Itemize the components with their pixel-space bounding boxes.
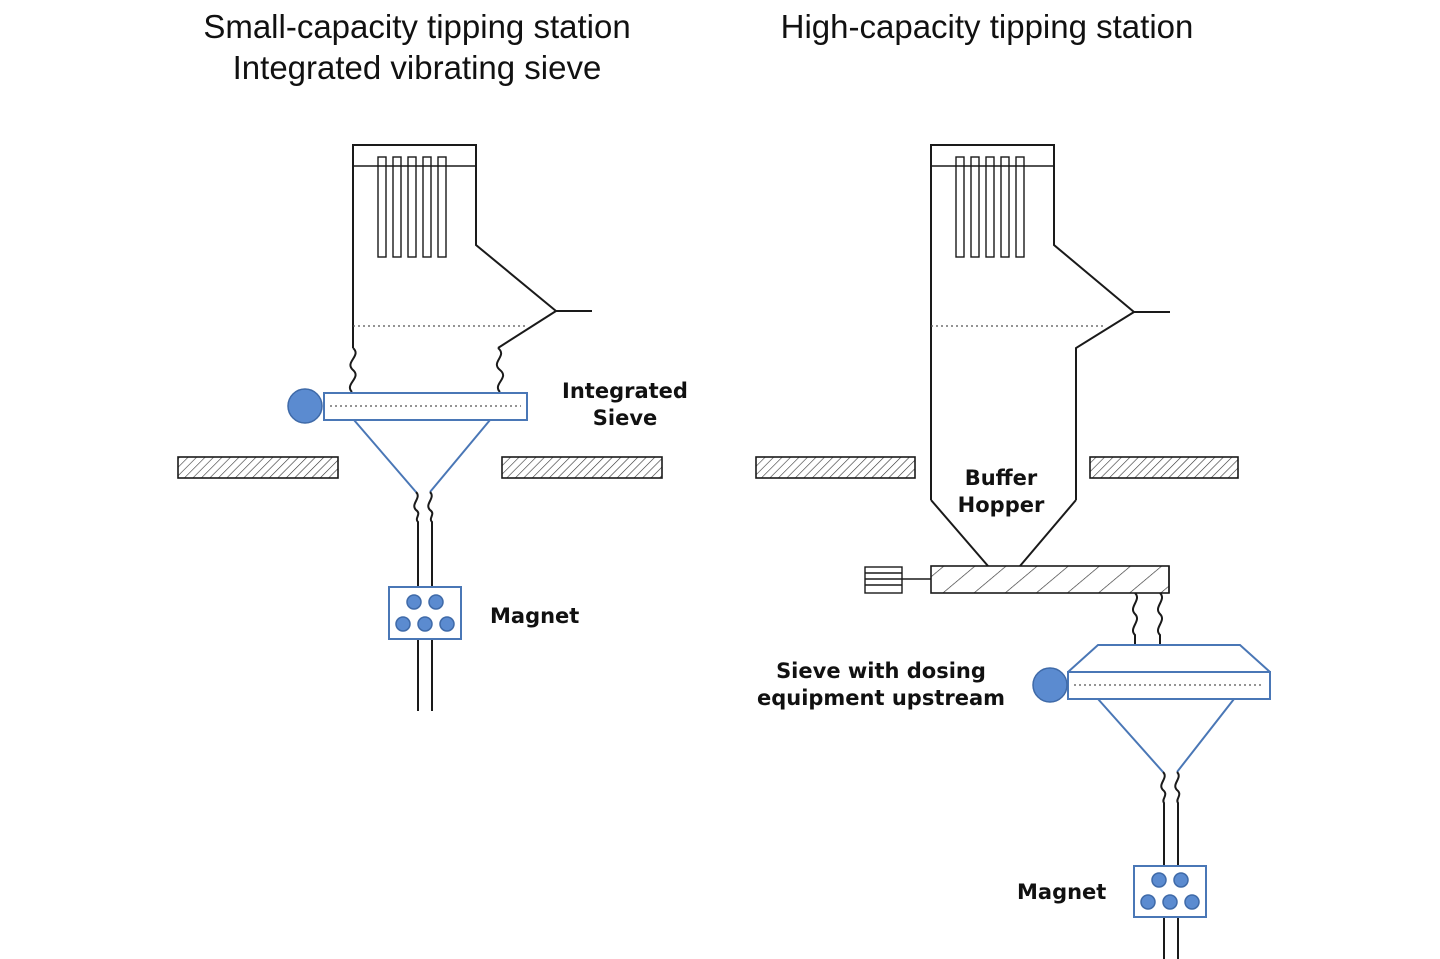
left-bellow-left — [349, 347, 357, 393]
right-title: High-capacity tipping station — [781, 8, 1194, 45]
right-sieve-label-line1: Sieve with dosing — [776, 659, 986, 683]
left-integrated-sieve — [287, 388, 528, 493]
right-floor-slab-right — [1089, 456, 1239, 479]
right-tipping-station — [930, 144, 1170, 567]
left-title-line2: Integrated vibrating sieve — [233, 49, 602, 86]
left-magnet — [388, 586, 462, 640]
left-outlet-pipe — [413, 491, 434, 711]
right-panel: High-capacity tipping station Buffer Hop… — [755, 8, 1271, 959]
left-grid-bars — [353, 156, 476, 258]
left-sieve-label-line1: Integrated — [562, 379, 688, 403]
right-grid-bars — [931, 156, 1054, 258]
left-sieve-label-line2: Sieve — [593, 406, 658, 430]
left-magnet-label: Magnet — [490, 604, 579, 628]
right-bellow-right — [1157, 592, 1163, 645]
right-floor-slab-left — [755, 456, 916, 479]
left-tipping-station — [349, 144, 592, 393]
buffer-hopper-cone — [930, 499, 1077, 567]
left-vibration-motor — [287, 388, 323, 424]
buffer-hopper-label-line1: Buffer — [965, 466, 1038, 490]
left-floor-slab-left — [177, 456, 339, 479]
left-floor-slab-right — [501, 456, 663, 479]
buffer-hopper-label-line2: Hopper — [958, 493, 1045, 517]
left-panel: Small-capacity tipping station Integrate… — [177, 8, 688, 711]
dosing-screw-conveyor — [864, 565, 1170, 594]
left-title-line1: Small-capacity tipping station — [203, 8, 630, 45]
right-outlet-pipe — [1160, 771, 1181, 959]
right-magnet — [1133, 865, 1207, 918]
right-sieve — [1032, 644, 1271, 773]
right-vibration-motor — [1032, 667, 1068, 703]
screw-drive-motor — [864, 566, 903, 594]
right-sieve-label-line2: equipment upstream — [757, 686, 1005, 710]
left-bellow-right — [495, 347, 505, 393]
right-magnet-label: Magnet — [1017, 880, 1106, 904]
right-bellow-left — [1132, 592, 1138, 645]
